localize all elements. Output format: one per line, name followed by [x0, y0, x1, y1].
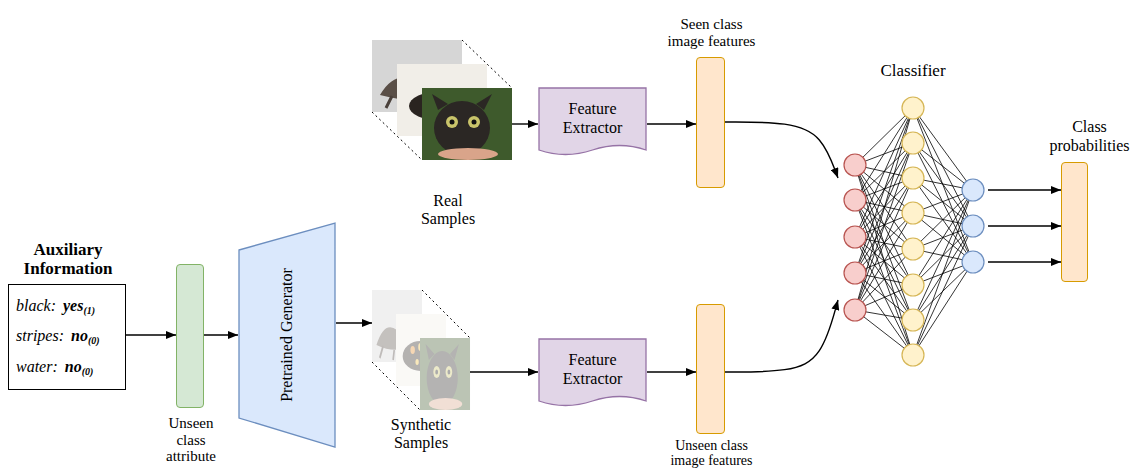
neural-network [844, 97, 984, 366]
label-holder: Class probabilities [1046, 118, 1134, 155]
network-neuron [902, 202, 924, 224]
arrow-connector [647, 123, 696, 124]
node-label: Pretrained Generator [278, 268, 296, 402]
synthetic-sample-stack: Synthetic Samples [372, 290, 470, 410]
network-neuron [902, 132, 924, 154]
node-label: Unseen class attribute [159, 415, 223, 465]
arrow-connector [725, 300, 838, 372]
node-label: Class probabilities [1046, 118, 1134, 155]
sample-photo [422, 88, 512, 160]
label-holder: Feature Extractor [546, 350, 639, 388]
network-neuron [962, 179, 984, 201]
node-label: Feature Extractor [546, 99, 639, 137]
document-outline [539, 88, 646, 155]
generator-trapezoid: Pretrained Generator [238, 222, 336, 448]
attribute-code: (0) [82, 366, 94, 377]
arrow-connector [988, 189, 1061, 190]
attribute-row: black: yes(1) [16, 297, 118, 316]
network-link [913, 262, 973, 355]
label-holder: Seen class image features [662, 16, 762, 51]
attribute-row: water: no(0) [16, 358, 118, 377]
arrow-connector [470, 371, 538, 372]
classifier-network: Classifier [838, 95, 988, 367]
node-label: Synthetic Samples [383, 416, 459, 453]
stack-guide [372, 362, 420, 410]
network-link [855, 213, 913, 310]
arrow-connector [336, 322, 372, 323]
feature-vector: Unseen class image features [696, 304, 725, 434]
label-holder: Auxiliary Information [5, 240, 131, 279]
stack-guide [372, 112, 422, 160]
network-neuron [844, 154, 866, 176]
arrow-connector [204, 334, 238, 335]
real-sample-photos [372, 40, 512, 160]
arrow-connector [725, 122, 838, 178]
network-neuron [902, 97, 924, 119]
synthetic-sample-photos [372, 290, 470, 410]
trapezoid-outline [239, 223, 335, 447]
label-holder: Real Samples [416, 192, 480, 229]
attribute-name: stripes: [16, 327, 64, 344]
attribute-row: stripes: no(0) [16, 327, 118, 346]
attribute-name: water: [16, 358, 58, 375]
heading: Auxiliary Information [5, 240, 131, 279]
arrow-connector [647, 371, 696, 372]
sample-photo [420, 338, 470, 410]
attribute-value: no [65, 358, 82, 375]
network-neuron [902, 238, 924, 260]
label-holder: Feature Extractor [546, 99, 639, 137]
network-neuron [962, 215, 984, 237]
attribute-value: no [71, 327, 88, 344]
stack-guide [422, 290, 470, 338]
document-outline [539, 339, 646, 406]
node-label: Unseen class image features [662, 438, 762, 469]
node-label: Feature Extractor [546, 350, 639, 388]
label-holder: Unseen class image features [662, 438, 762, 469]
network-link [855, 108, 913, 200]
label-holder: Pretrained Generator [278, 268, 296, 402]
arrow-connector [512, 123, 538, 124]
node-label: Seen class image features [662, 16, 762, 51]
network-neuron [902, 167, 924, 189]
attribute-code: (1) [83, 305, 95, 316]
probability-vector: Class probabilities [1061, 162, 1088, 282]
arrow-connector [126, 334, 176, 335]
network-neuron [844, 189, 866, 211]
network-neuron [844, 299, 866, 321]
label-holder: Classifier [853, 61, 973, 81]
network-neuron [902, 309, 924, 331]
feature-vector: Seen class image features [696, 57, 725, 188]
real-sample-stack: Real Samples [372, 40, 512, 160]
arrow-connector [988, 225, 1061, 226]
feature-extractor: Feature Extractor [538, 338, 647, 411]
arrow-connector [988, 261, 1061, 262]
stack-guide [462, 40, 512, 88]
attribute-box: Auxiliary Informationblack:yes(1)stripes… [8, 284, 126, 390]
attribute-value: yes [63, 297, 83, 314]
node-label: Classifier [853, 61, 973, 81]
network-neuron [962, 251, 984, 273]
network-neuron [844, 262, 866, 284]
feature-extractor: Feature Extractor [538, 87, 647, 160]
network-neuron [902, 344, 924, 366]
network-neuron [902, 274, 924, 296]
label-holder: Synthetic Samples [383, 416, 459, 453]
attribute-code: (0) [88, 335, 100, 346]
network-neuron [844, 226, 866, 248]
attribute-name: black: [16, 297, 56, 314]
attribute-vector: Unseen class attribute [176, 264, 204, 408]
label-holder: Unseen class attribute [159, 415, 223, 465]
node-label: Real Samples [416, 192, 480, 229]
attribute-list: black:yes(1)stripes:no(0)water:no(0) [9, 285, 125, 389]
